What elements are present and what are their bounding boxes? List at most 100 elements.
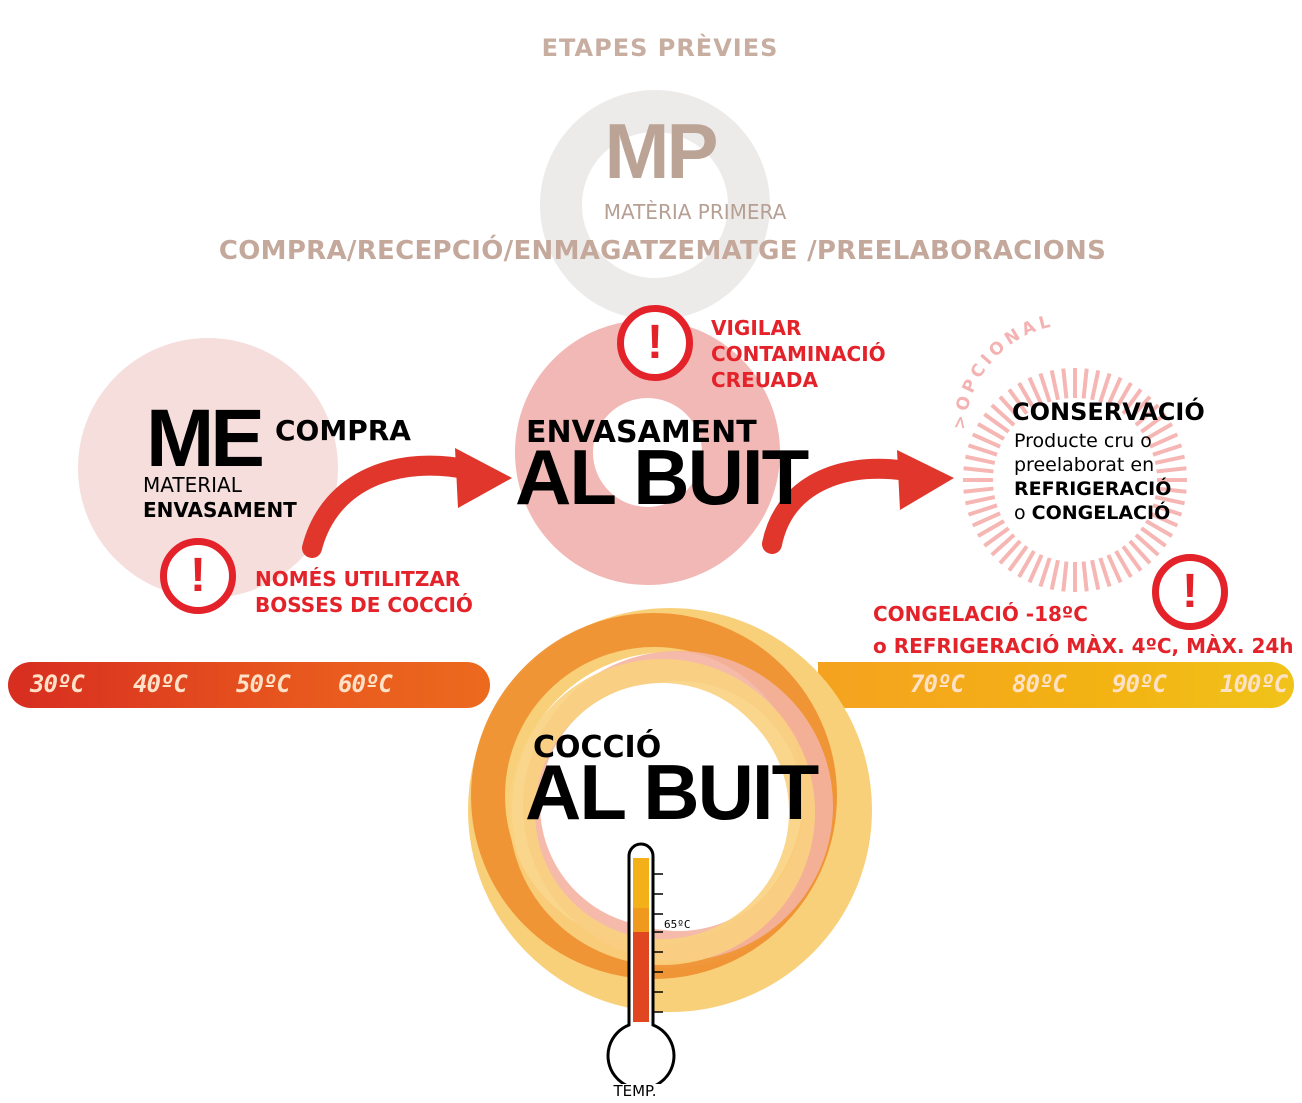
sunburst-ray xyxy=(990,403,1016,427)
sunburst-ray xyxy=(1121,388,1143,415)
me-material-label: MATERIAL xyxy=(143,473,242,497)
sunburst-ray xyxy=(990,533,1016,557)
temp-tick: 60ºC xyxy=(338,670,393,698)
temp-tick: 50ºC xyxy=(236,670,291,698)
sunburst-ray xyxy=(1106,554,1123,584)
conservacio-o: o xyxy=(1014,502,1026,524)
coccio-rings xyxy=(468,608,872,1012)
me-code: ME xyxy=(146,393,265,484)
sunburst-ray xyxy=(1081,368,1089,399)
sunburst-ray xyxy=(1090,559,1101,590)
sunburst-ray xyxy=(971,432,1001,449)
conservacio-refrigeracio: REFRIGERACIÓ xyxy=(1014,478,1172,500)
sunburst-ray xyxy=(1152,443,1183,457)
arrow-head xyxy=(897,450,954,510)
sunburst-ray xyxy=(1007,545,1029,572)
sunburst-ray xyxy=(1098,372,1112,403)
sunburst-ray xyxy=(1027,376,1044,406)
sunburst-ray xyxy=(1140,526,1167,548)
arrow-head xyxy=(455,448,512,508)
thermometer-icon: 65ºC xyxy=(606,842,691,1084)
temp-tick: 30ºC xyxy=(30,670,85,698)
arrow-me-to-envasament xyxy=(302,455,480,558)
sunburst-ray xyxy=(1114,382,1133,410)
sunburst-ray xyxy=(1114,550,1133,578)
warning-icon: ! xyxy=(1152,554,1228,630)
warning-line: NOMÉS UTILITZAR xyxy=(255,567,461,591)
etapes-title: ETAPES PRÈVIES xyxy=(541,34,779,62)
warning-icon: ! xyxy=(617,305,693,381)
sunburst-ray xyxy=(983,412,1010,434)
sunburst-ray xyxy=(1134,403,1160,427)
temp-tick: 100ºC xyxy=(1220,670,1288,698)
mp-label: MATÈRIA PRIMERA xyxy=(603,200,787,224)
me-compra-label: COMPRA xyxy=(275,414,411,447)
sunburst-ray xyxy=(977,519,1005,538)
sunburst-ray xyxy=(1149,432,1179,449)
sunburst-ray xyxy=(963,486,994,494)
sunburst-ray xyxy=(1121,545,1143,572)
sunburst-ray xyxy=(967,443,998,457)
sunburst-ray xyxy=(1061,368,1069,399)
sunburst-ray xyxy=(983,526,1010,548)
conservacio-line: o CONGELACIÓ xyxy=(1014,502,1170,524)
coccio-label: COCCIÓ xyxy=(533,730,662,765)
me-envasament-label: ENVASAMENT xyxy=(143,498,297,522)
envasament-al-buit: AL BUIT xyxy=(515,433,809,521)
envasament-label: ENVASAMENT xyxy=(526,415,757,450)
sunburst-ray xyxy=(1145,519,1173,538)
temperature-bar-low xyxy=(8,662,490,708)
sunburst-ray xyxy=(1098,557,1112,588)
temp-tick: 70ºC xyxy=(910,670,965,698)
conservacio-title: CONSERVACIÓ xyxy=(1012,398,1205,426)
sunburst-ray xyxy=(1027,554,1044,584)
temp-tick: 80ºC xyxy=(1012,670,1067,698)
temp-tick: 40ºC xyxy=(133,670,188,698)
arrow-envasament-to-conservacio xyxy=(762,458,922,554)
warning-line: CREUADA xyxy=(711,368,818,392)
conservacio-sunburst xyxy=(963,368,1187,592)
sunburst-ray xyxy=(1156,486,1187,494)
sunburst-ray xyxy=(1038,372,1052,403)
optional-label: >OPCIONAL xyxy=(955,311,1052,431)
sunburst-ray xyxy=(1007,388,1029,415)
sunburst-ray xyxy=(998,539,1022,565)
sunburst-ray xyxy=(967,503,998,517)
temperature-bar-high xyxy=(818,662,1294,708)
temp-tick: 90ºC xyxy=(1112,670,1167,698)
sunburst-ray xyxy=(965,454,996,465)
sunburst-ray xyxy=(1134,533,1160,557)
sunburst-ray xyxy=(1156,466,1187,474)
sunburst-ray xyxy=(1017,550,1036,578)
sunburst-ray xyxy=(1106,376,1123,406)
sunburst-ray xyxy=(1038,557,1052,588)
sunburst-ray xyxy=(977,422,1005,441)
sunburst-ray xyxy=(998,395,1022,421)
thermometer-mark: 65ºC xyxy=(664,918,691,931)
sunburst-ray xyxy=(1017,382,1036,410)
sunburst-ray xyxy=(1128,539,1152,565)
sunburst-ray xyxy=(1154,495,1185,506)
compra-recepcio-line: COMPRA/RECEPCIÓ/ENMAGATZEMATGE /PREELABO… xyxy=(218,236,1107,266)
sunburst-ray xyxy=(1140,412,1167,434)
sunburst-ray xyxy=(1149,511,1179,528)
mp-code: MP xyxy=(604,107,719,195)
warning-line: VIGILAR xyxy=(711,316,802,340)
sunburst-ray xyxy=(1145,422,1173,441)
me-warning-text: NOMÉS UTILITZAR BOSSES DE COCCIÓ xyxy=(255,566,473,618)
sunburst-ray xyxy=(965,495,996,506)
sunburst-ray xyxy=(1154,454,1185,465)
conservacio-warning-text: CONGELACIÓ -18ºC o REFRIGERACIÓ MÀX. 4ºC… xyxy=(873,598,1294,662)
warning-line: o REFRIGERACIÓ MÀX. 4ºC, MÀX. 24h xyxy=(873,634,1294,658)
sunburst-ray xyxy=(1061,561,1069,592)
conservacio-line: Producte cru o xyxy=(1014,430,1152,452)
warning-line: CONGELACIÓ -18ºC xyxy=(873,602,1088,626)
warning-line: BOSSES DE COCCIÓ xyxy=(255,593,473,617)
sunburst-ray xyxy=(971,511,1001,528)
sunburst-ray xyxy=(1152,503,1183,517)
sunburst-ray xyxy=(963,466,994,474)
sunburst-ray xyxy=(1049,370,1060,401)
warning-line: CONTAMINACIÓ xyxy=(711,342,886,366)
thermometer-label: TEMP. xyxy=(613,1082,657,1100)
